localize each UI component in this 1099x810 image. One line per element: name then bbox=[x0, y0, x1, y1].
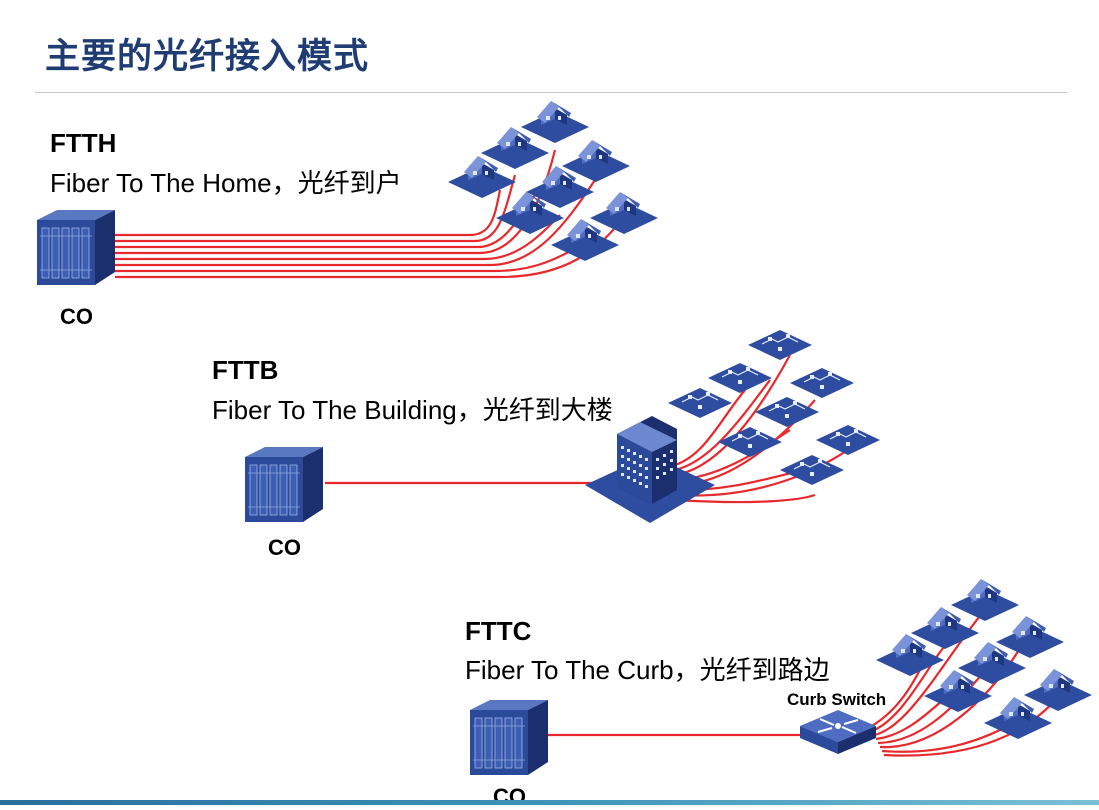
fttc-heading: FTTC bbox=[465, 616, 532, 646]
apartment-icon bbox=[717, 426, 783, 458]
curb-switch-icon bbox=[800, 710, 876, 754]
ftth-description: Fiber To The Home，光纤到户 bbox=[50, 168, 402, 198]
ftth-houses bbox=[448, 101, 658, 261]
apartment-icon bbox=[667, 387, 733, 419]
fttb-co-icon bbox=[244, 446, 324, 523]
ftth-co-label: CO bbox=[60, 304, 93, 329]
fttc-co-icon bbox=[469, 699, 549, 776]
fttc-description: Fiber To The Curb，光纤到路边 bbox=[465, 655, 830, 685]
house-icon bbox=[1024, 669, 1092, 711]
fttb-apartments bbox=[667, 329, 881, 486]
house-icon bbox=[951, 579, 1019, 621]
slide-title: 主要的光纤接入模式 bbox=[45, 37, 370, 77]
apartment-icon bbox=[754, 396, 820, 428]
ftth-heading: FTTH bbox=[50, 128, 117, 158]
apartment-icon bbox=[747, 329, 813, 361]
house-icon bbox=[521, 101, 589, 143]
fttc-co-label: CO bbox=[493, 784, 526, 809]
fttb-co-label: CO bbox=[268, 535, 301, 560]
fttc-houses bbox=[876, 579, 1092, 739]
curb-switch-label: Curb Switch bbox=[787, 690, 887, 709]
house-icon bbox=[562, 140, 630, 182]
apartment-icon bbox=[815, 424, 881, 456]
house-icon bbox=[996, 616, 1064, 658]
ftth-co-icon bbox=[36, 209, 116, 286]
fttb-heading: FTTB bbox=[212, 355, 279, 385]
house-icon bbox=[590, 192, 658, 234]
apartment-icon bbox=[789, 367, 855, 399]
title-divider bbox=[35, 92, 1067, 93]
footer-accent-bar bbox=[0, 800, 1099, 805]
building-icon bbox=[585, 416, 715, 523]
fttb-description: Fiber To The Building，光纤到大楼 bbox=[212, 395, 613, 425]
fttb-fibers bbox=[325, 354, 856, 504]
